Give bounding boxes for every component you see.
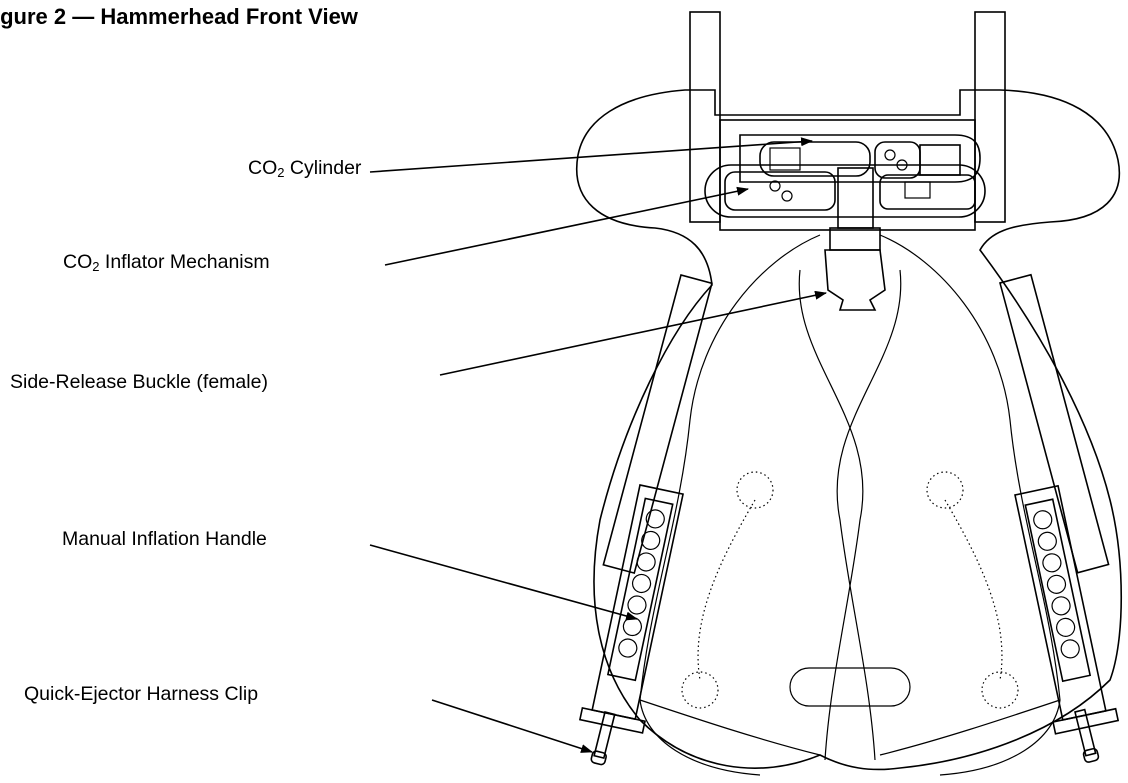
- buckle-webbing: [829, 227, 881, 251]
- leader-manual-handle: [369, 544, 638, 621]
- lower-cross-strap: [789, 667, 911, 707]
- label-co2-cylinder: CO2 Cylinder: [248, 157, 362, 180]
- side-release-buckle-female: [824, 249, 886, 311]
- leader-harness-clip: [431, 699, 593, 753]
- pull-cord-left: [697, 499, 756, 681]
- label-co2-cylinder-prefix: CO: [248, 157, 278, 179]
- co2-inflator-valve-a: [769, 180, 781, 192]
- label-manual-inflation-handle: Manual Inflation Handle: [62, 528, 267, 550]
- co2-inflator-body: [724, 171, 836, 211]
- co2-cylinder-housing: [739, 134, 981, 183]
- label-co2-inflator-prefix: CO: [63, 251, 93, 273]
- bladder-seam-center-left: [798, 269, 864, 761]
- figure-title: igure 2 — Hammerhead Front View: [0, 4, 358, 29]
- shoulder-pad-left: [602, 274, 713, 575]
- label-co2-inflator-sub: 2: [92, 259, 100, 274]
- manual-inflation-handle-left: [578, 484, 684, 734]
- co2-inflator-housing: [704, 164, 986, 218]
- bladder-bottom-right: [879, 699, 1061, 756]
- seal-bottom-right: [981, 671, 1019, 709]
- co2-cylinder-neck: [769, 147, 801, 171]
- label-side-release-buckle: Side-Release Buckle (female): [10, 371, 268, 393]
- top-strap-left: [689, 11, 721, 223]
- shoulder-pad-right: [999, 273, 1110, 574]
- quick-ejector-harness-clip-right: [1074, 708, 1100, 763]
- co2-inflator-rear-slot: [904, 181, 931, 199]
- top-strap-right: [974, 11, 1006, 223]
- manual-inflation-handle-right: [1014, 484, 1120, 735]
- co2-inflator-rear: [879, 174, 976, 210]
- label-co2-cylinder-suffix: Cylinder: [284, 157, 362, 179]
- seal-top-right: [926, 471, 964, 509]
- co2-cylinder-body: [759, 141, 871, 177]
- label-co2-inflator-suffix: Inflator Mechanism: [99, 251, 270, 273]
- bladder-bottom-left: [639, 699, 821, 756]
- pull-cord-right: [944, 499, 1003, 681]
- seal-top-left: [736, 471, 774, 509]
- bladder-seam-center-right: [836, 269, 902, 761]
- co2-inflator-tab: [837, 167, 874, 229]
- label-quick-ejector-harness-clip: Quick-Ejector Harness Clip: [24, 683, 259, 705]
- co2-cylinder-head: [874, 141, 921, 179]
- bladder-seam-left: [639, 234, 821, 776]
- leader-co2-inflator: [384, 186, 749, 266]
- leader-co2-cylinder: [369, 137, 813, 173]
- co2-cylinder-valve-a: [884, 149, 896, 161]
- seal-bottom-left: [681, 671, 719, 709]
- bladder-outline: [575, 89, 1123, 771]
- quick-ejector-harness-clip-left: [590, 711, 616, 766]
- co2-inflator-valve-b: [781, 190, 793, 202]
- bladder-seam-right: [879, 234, 1061, 776]
- co2-cylinder-cap: [919, 144, 961, 176]
- label-co2-cylinder-sub: 2: [277, 165, 285, 180]
- label-co2-inflator: CO2 Inflator Mechanism: [63, 251, 270, 274]
- leader-buckle: [439, 290, 827, 376]
